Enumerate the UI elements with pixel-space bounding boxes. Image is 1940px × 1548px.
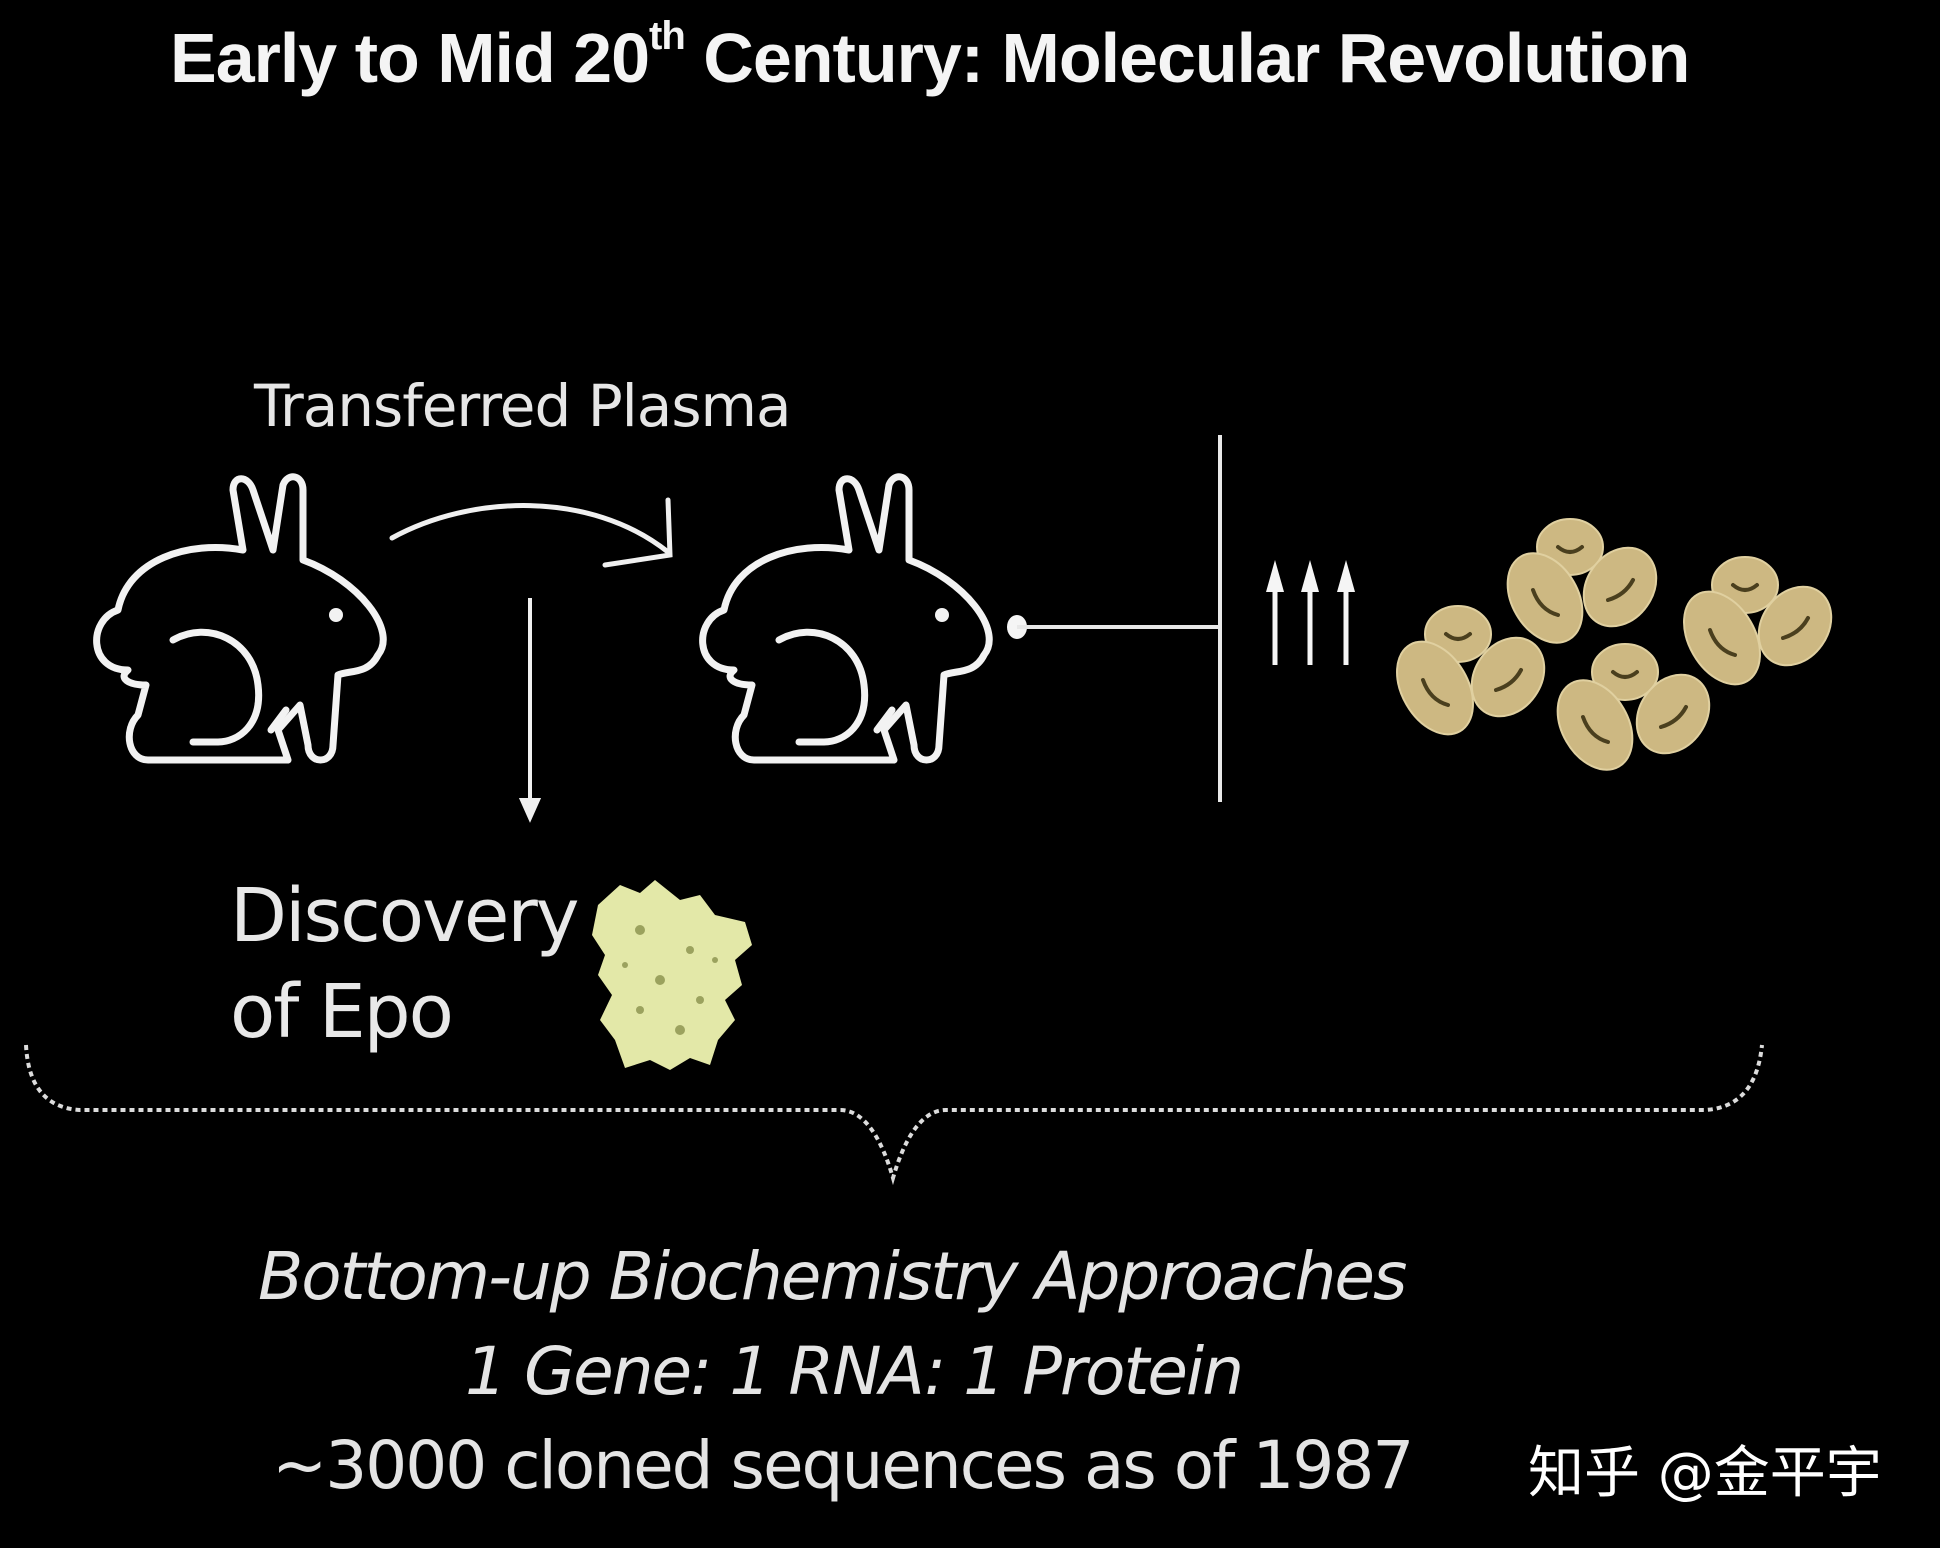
- bottom-up-approaches-text: Bottom-up Biochemistry Approaches: [258, 1238, 1407, 1315]
- slide-title: Early to Mid 20th Century: Molecular Rev…: [170, 14, 1690, 98]
- triple-up-arrow-icon: [1266, 560, 1355, 665]
- title-prefix: Early to Mid 20: [170, 19, 650, 97]
- red-blood-cells-icon: [1396, 518, 1833, 771]
- discovery-of-epo-label: Discovery of Epo: [230, 868, 580, 1060]
- discovery-line-1: Discovery: [230, 873, 580, 959]
- rabbit-donor-icon: [97, 477, 384, 760]
- title-suffix: Century: Molecular Revolution: [684, 19, 1690, 97]
- gene-rna-protein-text: 1 Gene: 1 RNA: 1 Protein: [465, 1333, 1244, 1410]
- title-superscript: th: [649, 14, 686, 58]
- cloned-sequences-text: ~3000 cloned sequences as of 1987: [272, 1427, 1414, 1504]
- discovery-line-2: of Epo: [230, 969, 454, 1055]
- down-arrow-icon: [518, 598, 542, 823]
- zhihu-watermark: 知乎 @金平宇: [1528, 1441, 1882, 1506]
- rabbit-recipient-icon: [703, 477, 990, 760]
- epo-protein-icon: [592, 880, 752, 1070]
- inhibition-line-icon: [1007, 435, 1222, 802]
- transferred-plasma-label: Transferred Plasma: [254, 372, 792, 440]
- curly-brace-icon: [24, 1044, 1764, 1186]
- curved-arrow-icon: [389, 497, 673, 568]
